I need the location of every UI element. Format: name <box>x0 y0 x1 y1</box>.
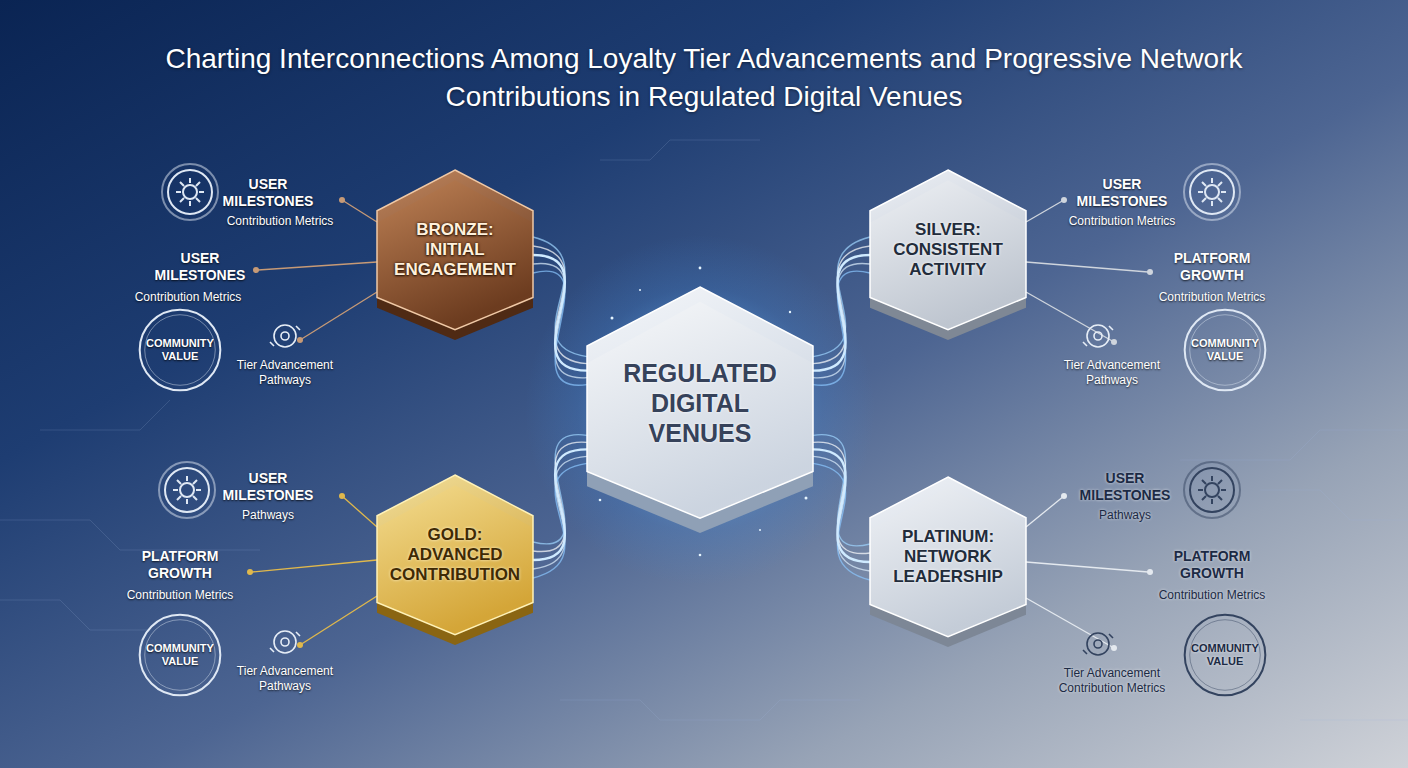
text-holder: COMMUNITY VALUE <box>1191 337 1259 363</box>
callout-caption: Contribution Metrics <box>1057 214 1187 229</box>
connector-strand <box>533 271 587 385</box>
circle-ring <box>1185 615 1266 696</box>
circle-ring-inner <box>1190 620 1261 691</box>
hub-hexagon: REGULATED DIGITAL VENUES <box>587 287 813 533</box>
callout-heading: PLATFORM GROWTH <box>1162 548 1262 582</box>
connector-bundle <box>813 435 870 580</box>
callout-caption: Tier Advancement Pathways <box>225 664 345 694</box>
circle-ring <box>140 615 221 696</box>
connector-bundle <box>813 237 870 385</box>
text-holder: GOLD: ADVANCED CONTRIBUTION <box>388 525 522 585</box>
circle-ring <box>1185 310 1266 391</box>
callout-caption: Contribution Metrics <box>1147 290 1277 305</box>
hexagon-face <box>377 170 533 330</box>
tier-hexagon: BRONZE: INITIAL ENGAGEMENT <box>377 170 533 340</box>
circle-ring-inner <box>145 620 216 691</box>
callout-heading: PLATFORM GROWTH <box>1162 250 1262 284</box>
hexagon-label: SILVER: CONSISTENT ACTIVITY <box>881 220 1015 280</box>
value-circle: COMMUNITY VALUE <box>138 613 222 697</box>
connector-bundle <box>533 435 587 578</box>
diagram-title: Charting Interconnections Among Loyalty … <box>104 40 1304 116</box>
callout-heading: USER MILESTONES <box>1072 176 1172 210</box>
circle-label: COMMUNITY VALUE <box>146 642 214 668</box>
circle-ring-inner <box>1190 315 1261 386</box>
hexagon-face <box>870 170 1026 330</box>
text-holder: SILVER: CONSISTENT ACTIVITY <box>881 220 1015 280</box>
connector-line <box>533 255 587 371</box>
value-circle: COMMUNITY VALUE <box>1183 308 1267 392</box>
callout-heading: USER MILESTONES <box>1075 470 1175 504</box>
text-holder: BRONZE: INITIAL ENGAGEMENT <box>388 220 522 280</box>
circle-label: COMMUNITY VALUE <box>1191 642 1259 668</box>
connector-strand <box>533 463 587 578</box>
text-holder: COMMUNITY VALUE <box>1191 642 1259 668</box>
tier-hexagon: GOLD: ADVANCED CONTRIBUTION <box>377 475 533 645</box>
connector-bundle <box>533 237 587 385</box>
circle-label: COMMUNITY VALUE <box>1191 337 1259 363</box>
callout-caption: Pathways <box>1060 508 1190 523</box>
hexagon-label: BRONZE: INITIAL ENGAGEMENT <box>388 220 522 280</box>
connector-line <box>813 255 870 371</box>
text-holder: COMMUNITY VALUE <box>146 337 214 363</box>
circuit-traces <box>0 140 1408 720</box>
callout-heading: USER MILESTONES <box>218 176 318 210</box>
callout-caption: Contribution Metrics <box>215 214 345 229</box>
callout-caption: Pathways <box>203 508 333 523</box>
value-circle: COMMUNITY VALUE <box>1183 613 1267 697</box>
callout-heading: PLATFORM GROWTH <box>130 548 230 582</box>
hexagon-label: REGULATED DIGITAL VENUES <box>598 358 802 448</box>
callout-caption: Tier Advancement Pathways <box>225 358 345 388</box>
circle-label: COMMUNITY VALUE <box>146 337 214 363</box>
hexagon-label: GOLD: ADVANCED CONTRIBUTION <box>388 525 522 585</box>
milestone-icons <box>159 164 1240 518</box>
connector-line <box>813 449 870 562</box>
text-holder: COMMUNITY VALUE <box>146 642 214 668</box>
value-circle: COMMUNITY VALUE <box>138 308 222 392</box>
callout-heading: USER MILESTONES <box>150 250 250 284</box>
callout-caption: Contribution Metrics <box>115 588 245 603</box>
hexagon-label: PLATINUM: NETWORK LEADERSHIP <box>881 527 1015 587</box>
hexagon-face <box>377 475 533 635</box>
callout-caption: Contribution Metrics <box>123 290 253 305</box>
connector-strand <box>813 456 870 571</box>
text-holder: REGULATED DIGITAL VENUES <box>598 358 802 448</box>
callout-caption: Tier Advancement Pathways <box>1052 358 1172 388</box>
callout-caption: Contribution Metrics <box>1147 588 1277 603</box>
connector-line <box>533 449 587 560</box>
circle-ring <box>140 310 221 391</box>
text-holder: PLATINUM: NETWORK LEADERSHIP <box>881 527 1015 587</box>
callout-heading: USER MILESTONES <box>218 470 318 504</box>
center-glow <box>525 235 875 585</box>
hexagon-face <box>870 477 1026 637</box>
hexagon-face <box>587 287 813 518</box>
circle-ring-inner <box>145 315 216 386</box>
tier-hexagon: PLATINUM: NETWORK LEADERSHIP <box>870 477 1026 647</box>
connector-strand <box>813 271 870 385</box>
callout-caption: Tier Advancement Contribution Metrics <box>1052 666 1172 696</box>
tier-hexagon: SILVER: CONSISTENT ACTIVITY <box>870 170 1026 340</box>
